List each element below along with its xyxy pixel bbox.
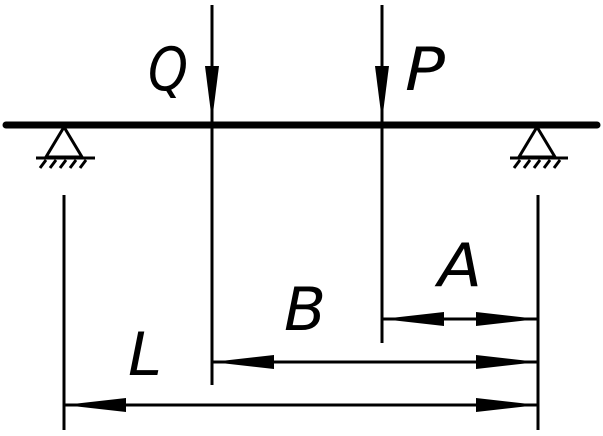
load-p-arrow [375, 5, 389, 343]
dimension-b-label: B [284, 275, 326, 345]
dimension-l [64, 398, 538, 412]
dimension-b [212, 355, 538, 369]
dimension-a-label: A [434, 231, 482, 301]
dimension-l-label: L [128, 320, 162, 390]
load-p-label: P [405, 35, 446, 105]
left-support [36, 124, 95, 169]
load-q-label: Q [148, 35, 188, 105]
load-q-arrow [205, 5, 219, 385]
dimension-a [382, 312, 538, 326]
right-support [510, 124, 568, 169]
